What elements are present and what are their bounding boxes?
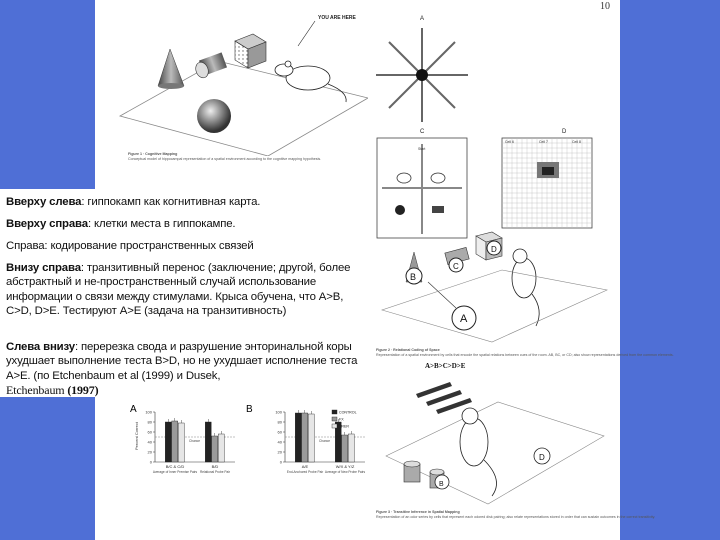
fig3-caption-text: Representation of an odor series by cell…	[376, 515, 655, 519]
panel-d-label: D	[562, 129, 567, 135]
transitivity-formula: A>B>C>D>E	[425, 362, 465, 370]
bar-control	[205, 422, 211, 462]
label-d-lower: D	[539, 453, 545, 462]
y-tick-label: 80	[278, 420, 283, 425]
label-b: B	[410, 272, 416, 282]
y-tick-label: 20	[148, 450, 153, 455]
category-label: W/X & Y/Z	[336, 464, 355, 469]
place-cells-figure: A C Start D Cell 6 Cell 7 Cell 8	[372, 12, 602, 244]
category-label: A/E	[302, 464, 309, 469]
bar-fx	[302, 413, 308, 462]
legend-swatch	[332, 424, 337, 428]
paragraph-bottom-left: Слева внизу: перерезка свода и разрушени…	[6, 340, 358, 398]
relational-coding-figure: A B C D	[372, 230, 612, 350]
p5-author: Etchenbaum	[6, 383, 64, 397]
y-tick-label: 0	[280, 460, 283, 465]
rat-illustration	[275, 61, 346, 102]
bar-prer	[178, 423, 184, 462]
paragraph-top-left: Вверху слева: гиппокамп как когнитивная …	[6, 195, 358, 209]
chance-label: Chance	[319, 439, 330, 443]
rat-illustration-2	[512, 249, 539, 326]
summary-text-box: Вверху слева: гиппокамп как когнитивная …	[0, 189, 363, 397]
start-label: Start	[418, 147, 425, 151]
p2-heading: Вверху справа	[6, 218, 88, 230]
fig1-caption-title: Figure 1 · Cognitive Mapping	[128, 152, 177, 156]
paragraph-right: Справа: кодирование пространственных свя…	[6, 239, 358, 253]
cone-object	[158, 49, 184, 86]
paragraph-bottom-right: Внизу справа: транзитивный перенос (закл…	[6, 261, 358, 318]
bar-fx	[172, 421, 178, 462]
panel-a-label: A	[420, 16, 424, 22]
y-tick-label: 100	[275, 410, 282, 415]
category-label: B/D	[212, 464, 219, 469]
category-sublabel: Average of New Probe Pairs	[325, 470, 366, 474]
label-d: D	[491, 245, 497, 254]
category-label: B/C & C/D	[166, 464, 185, 469]
legend-swatch	[332, 410, 337, 414]
bar-prer	[348, 434, 354, 462]
paragraph-top-right: Вверху справа: клетки места в гиппокампе…	[6, 217, 358, 231]
transitive-inference-figure: D B	[378, 372, 608, 512]
bar-control	[295, 413, 301, 462]
y-tick-label: 0	[150, 460, 153, 465]
rat-illustration-3	[460, 408, 497, 496]
y-tick-label: 100	[145, 410, 152, 415]
label-a: A	[460, 313, 468, 325]
panel-c-label: C	[420, 129, 425, 135]
y-axis-label: Percent Correct	[134, 421, 139, 450]
bar-prer	[308, 414, 314, 462]
fig3-caption-title: Figure 3 · Transitive Inference in Spati…	[376, 510, 460, 514]
legend-swatch	[332, 417, 337, 421]
cell-label-3: Cell 8	[572, 140, 581, 144]
bar-fx	[342, 435, 348, 462]
fig2-caption-text: Representation of a spatial environment …	[376, 353, 674, 357]
category-sublabel: Relational Probe Pair	[200, 470, 231, 474]
p5-year: (1997)	[64, 383, 98, 397]
cup-d	[404, 461, 420, 482]
label-c: C	[453, 262, 459, 271]
y-tick-label: 40	[148, 440, 153, 445]
fig1-caption-text: Conceptual model of hippocampal represen…	[128, 157, 321, 161]
category-sublabel: End-Anchored Probe Pair	[287, 470, 324, 474]
p3-text: Справа: кодирование пространственных свя…	[6, 240, 254, 252]
y-tick-label: 60	[278, 430, 283, 435]
cube-object	[235, 34, 266, 68]
bar-control	[165, 422, 171, 462]
bar-prer	[218, 434, 224, 462]
you-are-here-label: YOU ARE HERE	[318, 15, 357, 21]
cell-label-2: Cell 7	[539, 140, 548, 144]
p1-heading: Вверху слева	[6, 196, 81, 208]
panel-label-0: A	[130, 404, 137, 415]
y-tick-label: 80	[148, 420, 153, 425]
p5-heading: Слева внизу	[6, 341, 75, 353]
y-tick-label: 20	[278, 450, 283, 455]
legend-label: PRER	[339, 425, 349, 429]
p4-heading: Внизу справа	[6, 262, 81, 274]
bar-fx	[212, 436, 218, 462]
category-sublabel: Average of Inner Premise Pairs	[153, 470, 198, 474]
page-number: 10	[600, 1, 610, 12]
legend-label: FX	[339, 418, 344, 422]
cognitive-map-figure: YOU ARE HERE	[118, 6, 368, 156]
sphere-object	[197, 99, 231, 133]
p2-text: : клетки места в гиппокампе.	[88, 218, 236, 230]
panel-label-1: B	[246, 404, 253, 415]
chance-label: Chance	[189, 439, 200, 443]
p1-text: : гиппокамп как когнитивная карта.	[81, 196, 260, 208]
legend-label: CONTROL	[339, 411, 357, 415]
y-tick-label: 60	[148, 430, 153, 435]
cell-label-1: Cell 6	[505, 140, 514, 144]
label-b-lower: B	[439, 481, 444, 488]
fig2-caption-title: Figure 2 · Relational Coding of Space	[376, 348, 440, 352]
y-tick-label: 40	[278, 440, 283, 445]
cylinder-object	[194, 52, 227, 79]
